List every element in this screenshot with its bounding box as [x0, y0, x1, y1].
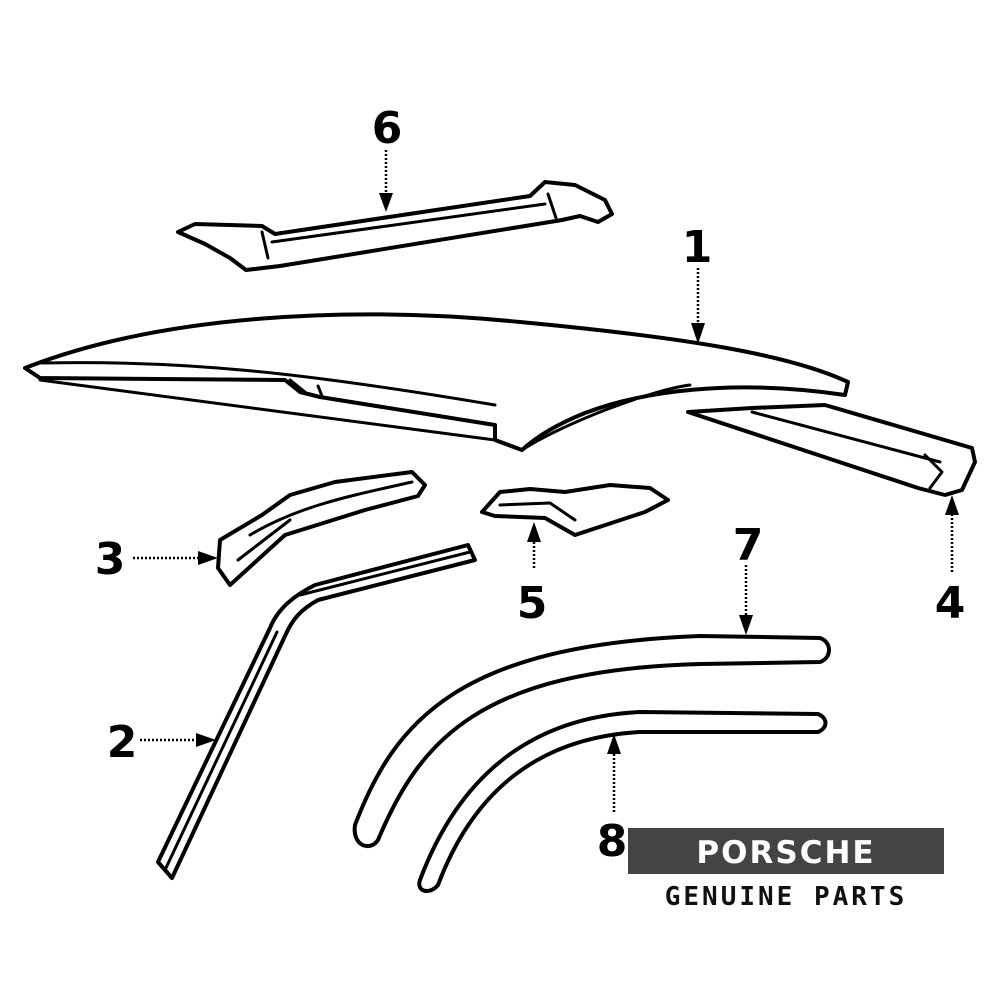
part-6-roof-bow	[176, 180, 614, 272]
leader-3	[133, 551, 218, 565]
part-8-seal	[417, 710, 828, 893]
leader-1	[691, 268, 705, 344]
callout-2: 2	[107, 717, 138, 768]
part-5-filler	[480, 483, 670, 537]
callout-4: 4	[935, 578, 966, 629]
genuine-parts-tagline: GENUINE PARTS	[665, 882, 908, 912]
callout-3: 3	[95, 534, 126, 585]
leader-8	[607, 734, 621, 812]
callout-1: 1	[682, 222, 713, 273]
part-2-seal	[156, 543, 477, 880]
leader-5	[527, 522, 541, 568]
callout-6: 6	[372, 103, 403, 154]
logo-background	[628, 828, 944, 874]
logo-text: PORSCHE	[696, 835, 875, 871]
leader-6	[379, 150, 393, 212]
porsche-logo: PORSCHE	[628, 828, 944, 874]
part-3-trim	[216, 470, 427, 587]
callout-7: 7	[733, 520, 764, 571]
part-7-seal	[352, 634, 831, 849]
part-4-roof-rail	[686, 403, 977, 497]
leader-4	[945, 495, 959, 572]
part-1-roof-panel	[23, 312, 850, 452]
callout-5: 5	[517, 578, 548, 629]
leader-2	[140, 733, 216, 747]
callout-8: 8	[597, 816, 628, 867]
leader-7	[739, 565, 753, 635]
